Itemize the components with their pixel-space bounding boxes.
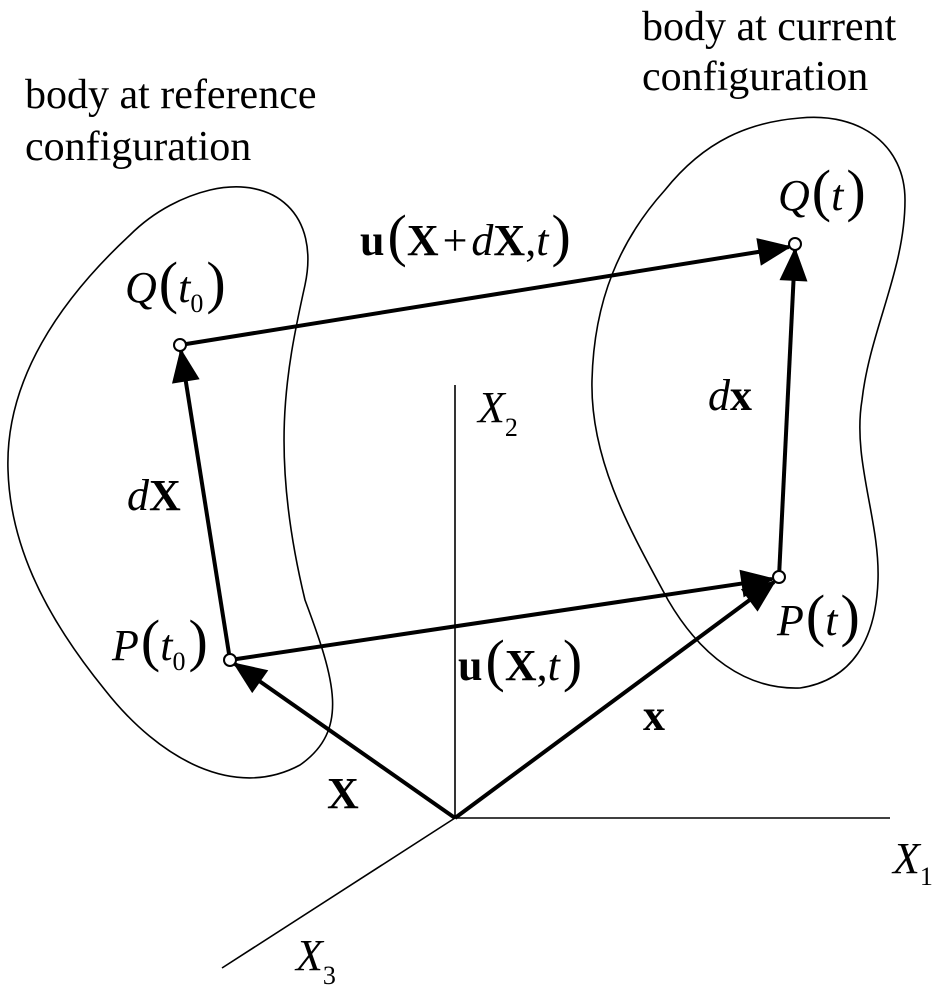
axis-x2-label: X2	[476, 383, 518, 442]
axis-x3-line	[221, 817, 456, 969]
axis-x1-label: X1	[891, 834, 933, 891]
vector-u-bottom-label: u(X,t)	[458, 628, 582, 693]
point-q-cur-marker	[788, 237, 802, 251]
axis-x3-label: X3	[294, 931, 336, 990]
current-body-outline	[591, 116, 906, 689]
vector-x	[453, 580, 777, 820]
vector-dx-label: dx	[708, 371, 752, 420]
point-q-ref-label: Q(t0)	[125, 250, 226, 318]
reference-caption-line2: configuration	[25, 124, 251, 170]
point-p-cur-label: P(t)	[776, 583, 860, 648]
point-q-ref-marker	[173, 338, 187, 352]
reference-body-outline	[7, 186, 334, 779]
vector-dX	[171, 348, 232, 661]
reference-caption: body at reference configuration	[25, 72, 327, 170]
vector-dx	[777, 247, 808, 578]
vector-u-top-label: u(X+dX,t)	[360, 203, 571, 268]
vector-dX-label: dX	[127, 471, 181, 520]
vector-X	[232, 662, 457, 820]
point-p-ref-marker	[223, 653, 237, 667]
vector-X-label: X	[327, 769, 359, 818]
current-caption-line2: configuration	[642, 54, 868, 100]
current-caption-line1: body at current	[642, 4, 897, 50]
vector-u-top	[179, 238, 792, 347]
vector-x-label: x	[643, 691, 665, 740]
point-q-cur-label: Q(t)	[778, 158, 866, 223]
point-p-cur-marker	[772, 570, 786, 584]
vector-u-bottom	[229, 569, 775, 662]
point-p-ref-label: P(t0)	[111, 608, 208, 676]
reference-caption-line1: body at reference	[25, 72, 316, 118]
current-caption: body at current configuration	[642, 4, 907, 100]
